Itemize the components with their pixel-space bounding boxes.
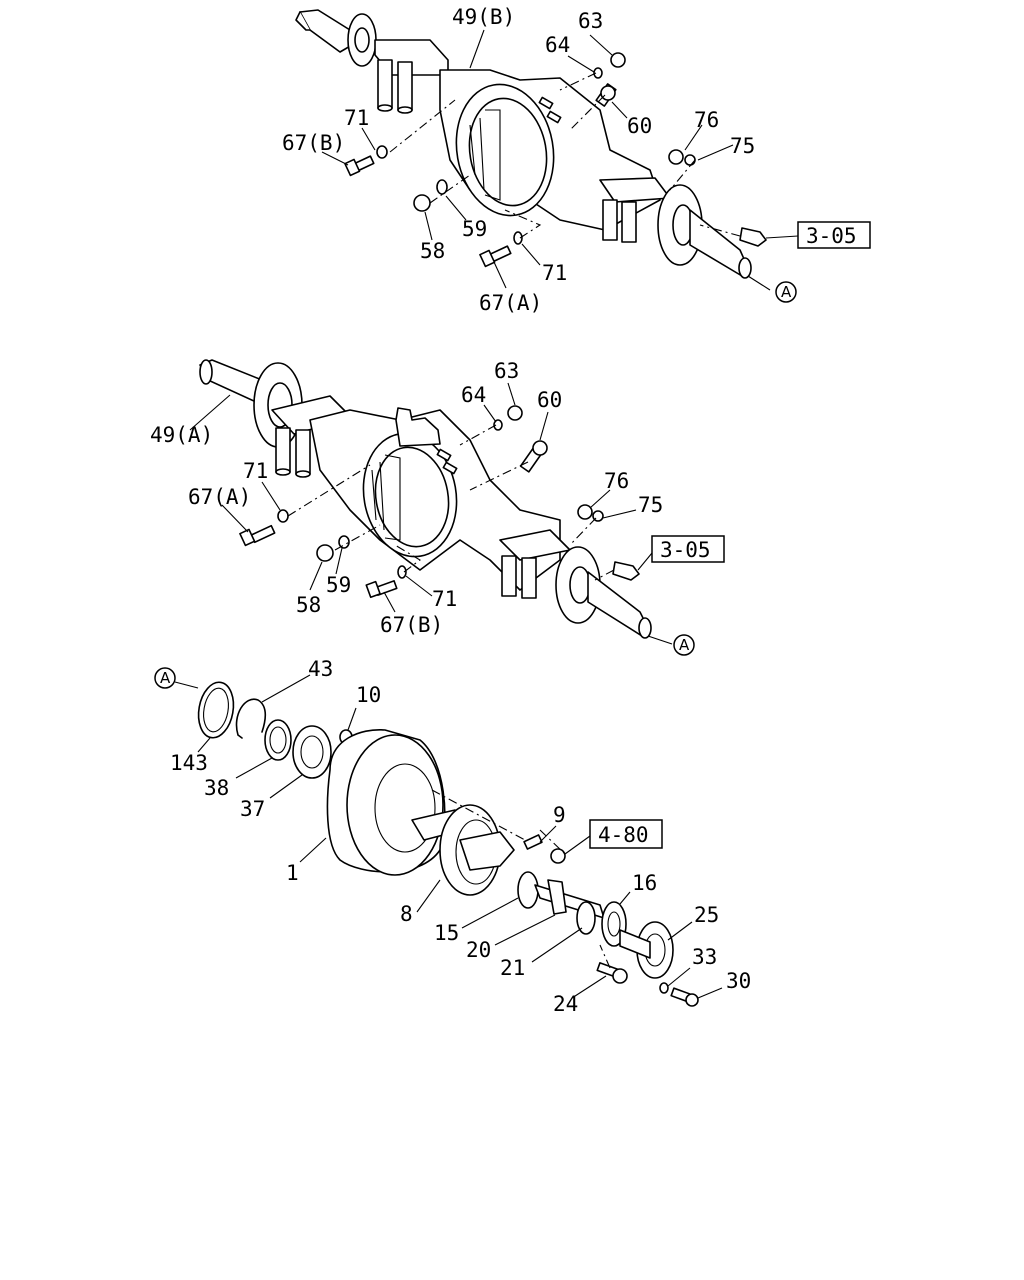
label-1: 1 (286, 861, 299, 885)
label-67a-top: 67(A) (479, 291, 542, 315)
label-59-top: 59 (462, 217, 487, 241)
label-63-top: 63 (578, 9, 603, 33)
label-67b-top: 67(B) (282, 131, 345, 155)
label-10: 10 (356, 683, 381, 707)
label-75-mid: 75 (638, 493, 663, 517)
label-16: 16 (632, 871, 657, 895)
label-75-top: 75 (730, 134, 755, 158)
circle-ref-a-mid: A (679, 636, 690, 654)
label-37: 37 (240, 797, 265, 821)
ref-box-3-05-top: 3-05 (806, 224, 857, 248)
label-143: 143 (170, 751, 208, 775)
label-71-top-right: 71 (542, 261, 567, 285)
label-71-mid-right: 71 (432, 587, 457, 611)
label-15: 15 (434, 921, 459, 945)
label-71-top-left: 71 (344, 106, 369, 130)
ref-box-3-05-mid: 3-05 (660, 538, 711, 562)
label-59-mid: 59 (326, 573, 351, 597)
hub-drum-assembly (154, 667, 723, 1007)
middle-axle-housing (189, 359, 725, 656)
label-58-top: 58 (420, 239, 445, 263)
label-43: 43 (308, 657, 333, 681)
circle-ref-a-top: A (781, 283, 792, 301)
label-71-mid-left: 71 (243, 459, 268, 483)
label-49b-top: 49(B) (452, 5, 515, 29)
label-76-top: 76 (694, 108, 719, 132)
label-38: 38 (204, 776, 229, 800)
label-25: 25 (694, 903, 719, 927)
label-60-mid: 60 (537, 388, 562, 412)
label-20: 20 (466, 938, 491, 962)
label-63-mid: 63 (494, 359, 519, 383)
label-67b-mid: 67(B) (380, 613, 443, 637)
label-76-mid: 76 (604, 469, 629, 493)
label-49a-mid: 49(A) (150, 423, 213, 447)
label-8: 8 (400, 902, 413, 926)
label-58-mid: 58 (296, 593, 321, 617)
ref-box-4-80: 4-80 (598, 823, 649, 847)
label-24: 24 (553, 992, 578, 1016)
top-axle-housing (295, 9, 871, 303)
label-64-mid: 64 (461, 383, 486, 407)
circle-ref-a-hub: A (160, 669, 171, 687)
label-33: 33 (692, 945, 717, 969)
label-60-top: 60 (627, 114, 652, 138)
label-64-top: 64 (545, 33, 570, 57)
label-21: 21 (500, 956, 525, 980)
label-9: 9 (553, 803, 566, 827)
label-67a-mid: 67(A) (188, 485, 251, 509)
label-30: 30 (726, 969, 751, 993)
